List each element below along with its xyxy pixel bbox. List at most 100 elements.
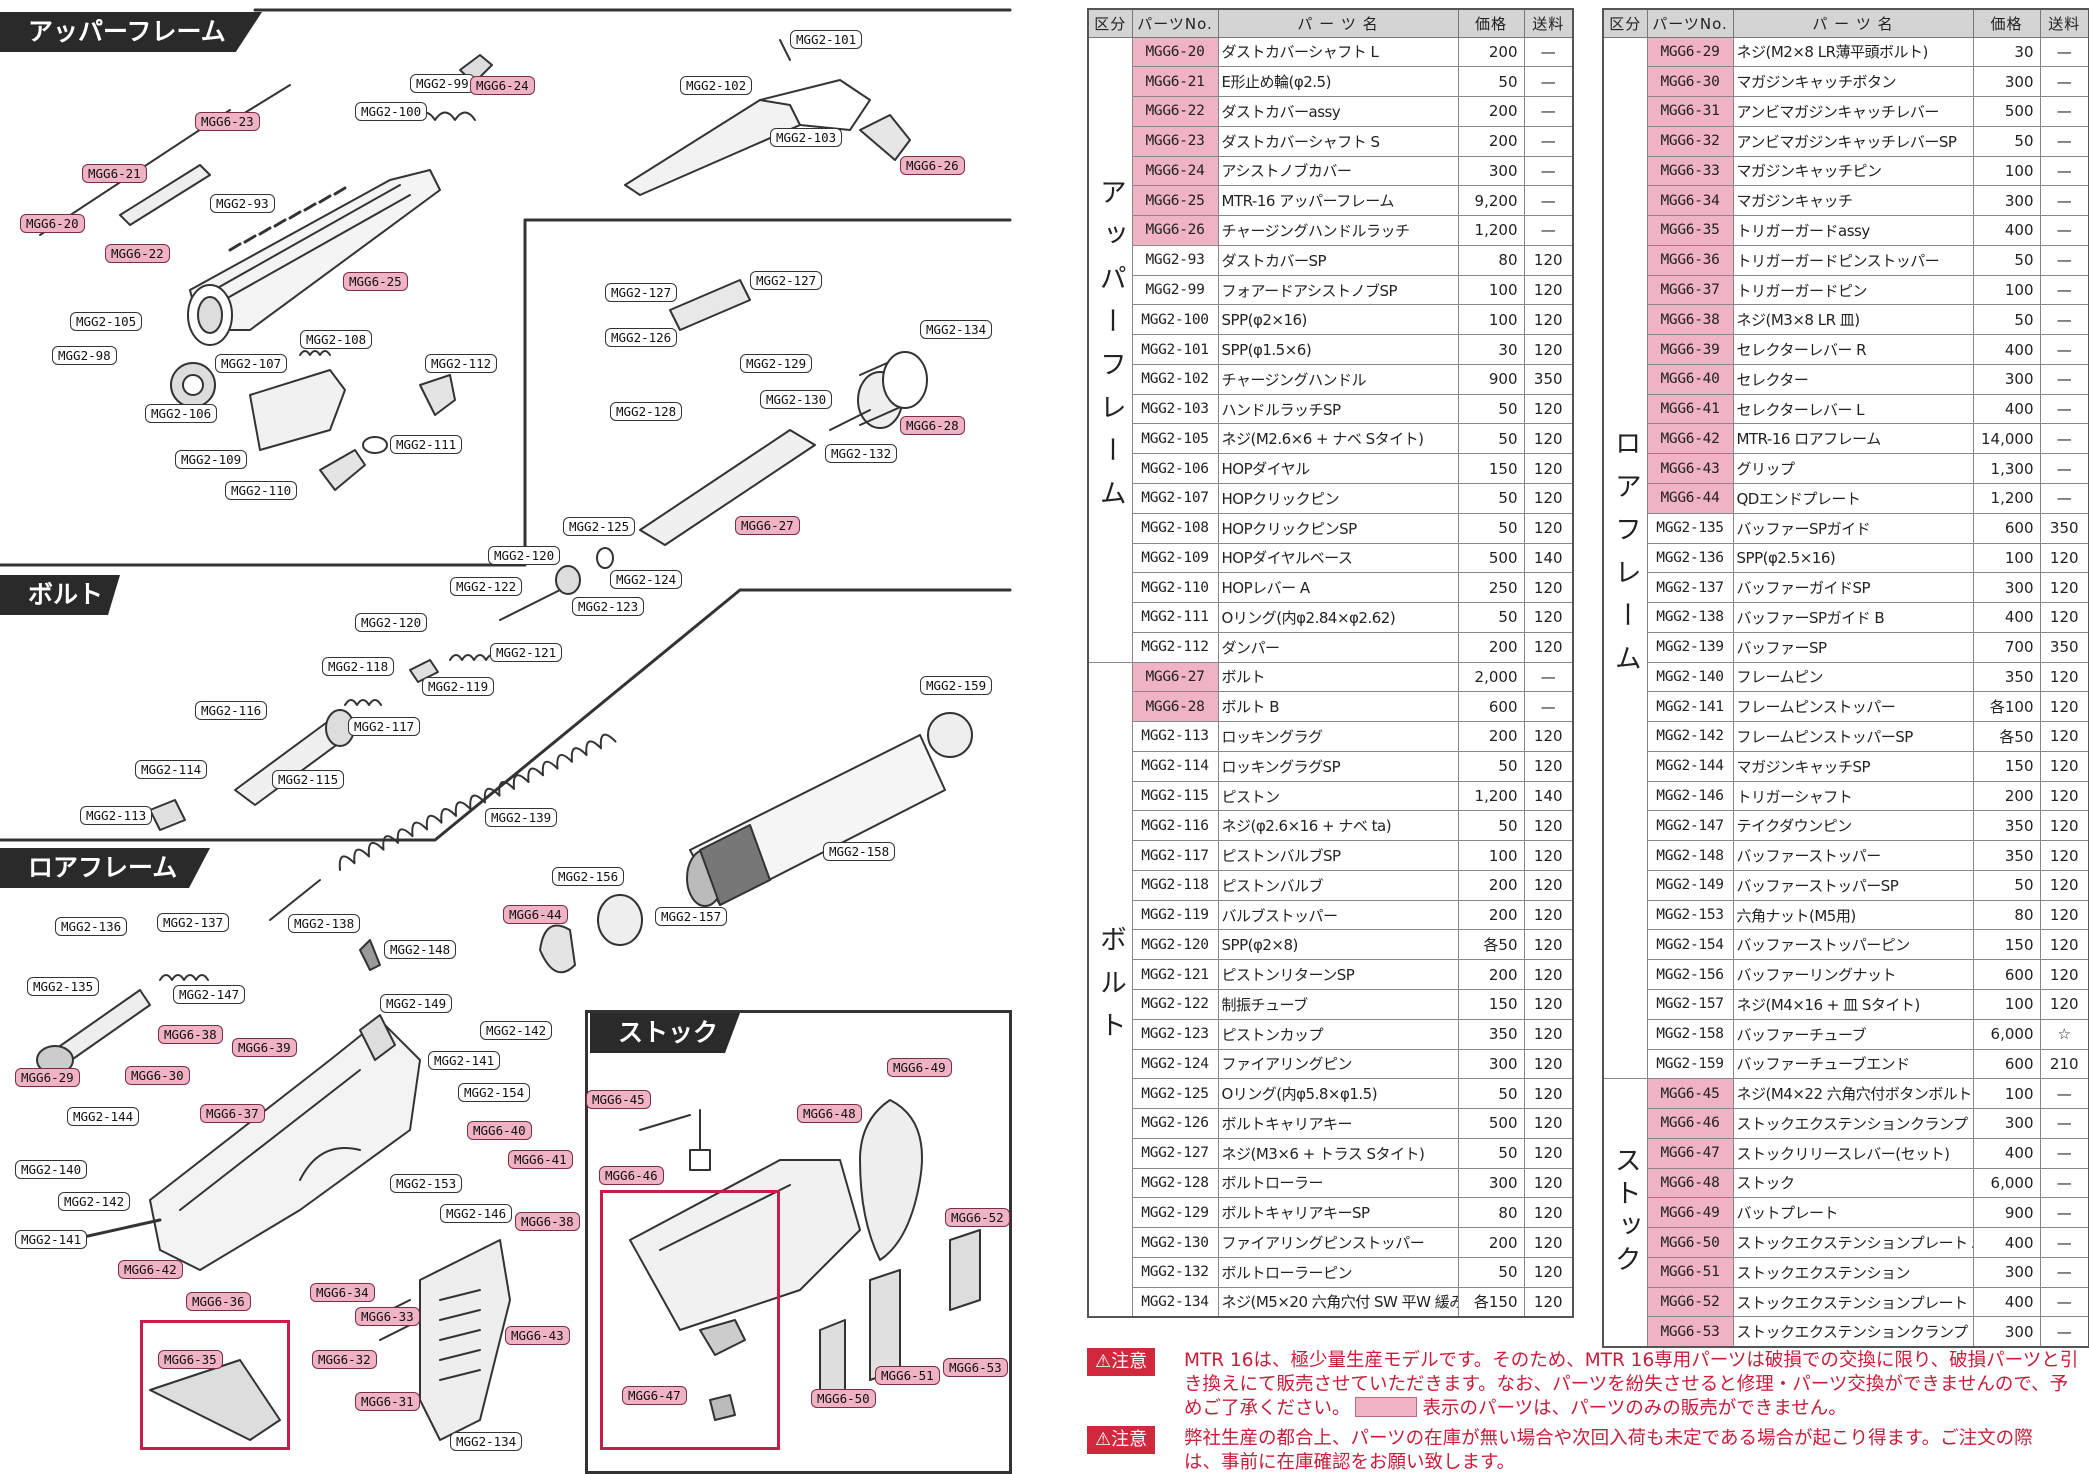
shipping-cell: —	[1523, 185, 1574, 217]
price-cell: 50	[1457, 750, 1525, 782]
part-callout: MGG6-22	[105, 244, 170, 263]
price-cell: 9,200	[1457, 185, 1525, 217]
part-name-cell: ダンパー	[1217, 631, 1459, 663]
price-cell: 350	[1972, 840, 2041, 871]
part-name-cell: ダストカバーassy	[1217, 96, 1459, 127]
shipping-cell: —	[2039, 1286, 2089, 1318]
price-cell: 200	[1457, 899, 1525, 931]
part-name-cell: バッファーガイドSP	[1732, 572, 1974, 604]
section-title-bolt: ボルト	[0, 575, 120, 615]
section-title-stock: ストック	[590, 1013, 740, 1053]
part-callout: MGG2-98	[52, 346, 117, 365]
part-name-cell: SPP(φ2×16)	[1217, 304, 1459, 336]
part-callout: MGG2-109	[175, 450, 248, 469]
price-cell: 80	[1972, 899, 2041, 931]
shipping-cell: 120	[2039, 572, 2089, 604]
part-name-cell: ピストンバルブSP	[1217, 840, 1459, 871]
price-cell: 200	[1457, 869, 1525, 901]
part-name-cell: マガジンキャッチボタン	[1732, 66, 1974, 98]
shipping-cell: 120	[1523, 869, 1574, 901]
part-name-cell: ボルト	[1217, 661, 1459, 693]
price-cell: 各50	[1972, 721, 2041, 752]
shipping-cell: —	[1523, 691, 1574, 723]
part-name-cell: ネジ(M5×20 六角穴付 SW 平W 緩み止)	[1217, 1286, 1459, 1318]
shipping-cell: —	[2039, 96, 2089, 127]
part-callout: MGG2-142	[480, 1021, 553, 1040]
caution-note-1: MTR 16は、極少量生産モデルです。そのため、MTR 16専用パーツは破損での…	[1184, 1349, 2084, 1421]
part-number-cell: MGG2-153	[1646, 899, 1734, 931]
shipping-cell: ☆	[2039, 1018, 2089, 1050]
shipping-cell: 120	[1523, 1197, 1574, 1229]
part-callout: MGG2-132	[825, 444, 898, 463]
shipping-cell: 120	[1523, 393, 1574, 425]
part-callout: MGG6-36	[186, 1292, 251, 1311]
price-cell: 30	[1972, 36, 2041, 68]
part-number-cell: MGG2-106	[1131, 453, 1219, 484]
part-callout: MGG6-31	[355, 1392, 420, 1411]
price-cell: 300	[1972, 185, 2041, 217]
shipping-cell: —	[2039, 155, 2089, 187]
shipping-cell: 120	[1523, 1167, 1574, 1199]
part-callout: MGG2-146	[440, 1204, 513, 1223]
part-name-cell: MTR-16 ロアフレーム	[1732, 423, 1974, 455]
shipping-cell: —	[2039, 185, 2089, 217]
part-callout: MGG2-141	[428, 1051, 501, 1070]
shipping-cell: 120	[1523, 1048, 1574, 1080]
part-number-cell: MGG2-124	[1131, 1048, 1219, 1080]
price-cell: 400	[1972, 602, 2041, 633]
price-cell: 500	[1457, 542, 1525, 574]
part-name-cell: HOPクリックピンSP	[1217, 512, 1459, 544]
part-number-cell: MGG2-138	[1646, 602, 1734, 633]
part-name-cell: バッファーストッパーSP	[1732, 869, 1974, 901]
part-name-cell: ハンドルラッチSP	[1217, 393, 1459, 425]
part-number-cell: MGG2-135	[1646, 512, 1734, 544]
part-callout: MGG2-135	[27, 977, 100, 996]
shipping-cell: 120	[2039, 542, 2089, 574]
part-callout: MGG6-23	[195, 112, 260, 131]
part-callout: MGG2-101	[790, 30, 863, 49]
shipping-cell: 120	[2039, 869, 2089, 901]
part-name-cell: ボルト B	[1217, 691, 1459, 723]
part-name-cell: トリガーガードピン	[1732, 274, 1974, 306]
part-name-cell: チャージングハンドル	[1217, 363, 1459, 395]
part-name-cell: E形止め輪(φ2.5)	[1217, 66, 1459, 98]
shipping-cell: 210	[2039, 1048, 2089, 1080]
price-cell: 300	[1972, 1108, 2041, 1139]
shipping-cell: 120	[2039, 989, 2089, 1020]
part-callout: MGG6-52	[945, 1208, 1010, 1227]
price-cell: 600	[1972, 959, 2041, 990]
shipping-cell: —	[2039, 1167, 2089, 1199]
part-callout: MGG6-32	[312, 1350, 377, 1369]
part-number-cell: MGG2-129	[1131, 1197, 1219, 1229]
price-cell: 50	[1457, 602, 1525, 633]
part-callout: MGG6-24	[470, 76, 535, 95]
shipping-cell: 120	[1523, 1286, 1574, 1318]
shipping-cell: —	[2039, 274, 2089, 306]
shipping-cell: 120	[1523, 810, 1574, 842]
part-number-cell: MGG2-127	[1131, 1137, 1219, 1169]
part-callout: MGG2-157	[655, 907, 728, 926]
price-cell: 50	[1457, 1137, 1525, 1169]
part-name-cell: ストックエクステンションクランプ	[1732, 1108, 1974, 1139]
part-name-cell: フレームピン	[1732, 661, 1974, 693]
part-number-cell: MGG2-116	[1131, 810, 1219, 842]
shipping-cell: 120	[1523, 1227, 1574, 1258]
part-number-cell: MGG2-141	[1646, 691, 1734, 723]
part-callout: MGG6-20	[20, 214, 85, 233]
part-callout: MGG6-38	[158, 1025, 223, 1044]
